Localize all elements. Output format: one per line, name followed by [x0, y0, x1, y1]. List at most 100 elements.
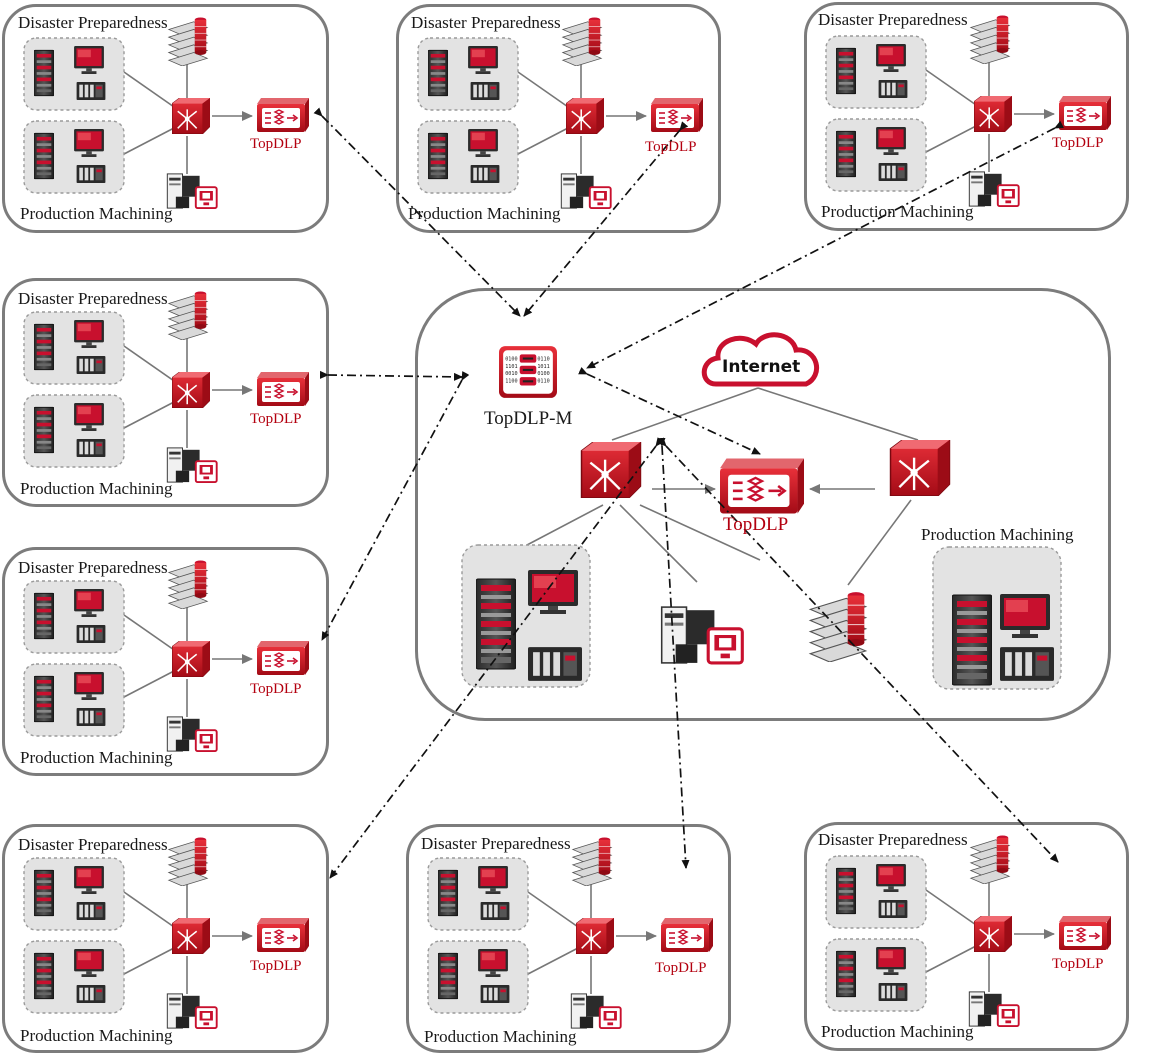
topdlp-appliance-icon	[257, 918, 309, 952]
site-network	[23, 559, 309, 753]
link-line	[925, 125, 977, 153]
topdlp-label: TopDLP	[645, 139, 697, 155]
server-rack-icon	[34, 132, 54, 180]
data-flow-link	[321, 371, 470, 641]
controller-icon	[1000, 647, 1054, 681]
disaster-preparedness-label: Disaster Preparedness	[818, 10, 968, 29]
router-switch-icon	[576, 918, 614, 954]
production-machining-label: Production Machining	[424, 1027, 577, 1046]
controller-icon	[470, 165, 500, 183]
site-network	[23, 836, 309, 1030]
topdlp-label: TopDLP	[250, 681, 302, 697]
server-rack-icon	[34, 592, 54, 640]
topdlp-label: TopDLP	[250, 411, 302, 427]
data-flow-link	[523, 121, 689, 317]
server-rack-icon	[34, 323, 54, 371]
data-flow-link	[586, 120, 1064, 369]
workstation-icon	[968, 990, 1020, 1028]
server-rack-icon	[438, 952, 458, 1000]
disaster-preparedness-label: Disaster Preparedness	[411, 13, 561, 32]
controller-icon	[76, 356, 106, 374]
server-rack-icon	[836, 130, 856, 178]
topdlp-appliance-icon	[257, 98, 309, 132]
controller-icon	[878, 900, 908, 918]
server-rack-icon	[34, 952, 54, 1000]
server-rack-icon	[836, 950, 856, 998]
server-rack-icon	[836, 867, 856, 915]
controller-icon	[76, 439, 106, 457]
controller-icon	[76, 165, 106, 183]
link-line	[619, 504, 698, 583]
controller-icon	[528, 647, 582, 681]
router-switch-icon	[566, 98, 604, 134]
router-switch-icon	[172, 98, 210, 134]
topdlp-appliance-icon	[651, 98, 703, 132]
server-rack-icon	[34, 406, 54, 454]
central-production-machining-label: Production Machining	[921, 525, 1074, 544]
server-rack-icon	[438, 869, 458, 917]
data-flow-link	[319, 370, 463, 381]
data-flow-link	[313, 107, 521, 317]
link-line	[526, 504, 604, 546]
server-rack-icon	[428, 49, 448, 97]
topdlp-manager-icon	[499, 346, 557, 398]
controller-icon	[76, 985, 106, 1003]
workstation-icon	[166, 992, 218, 1030]
controller-icon	[76, 902, 106, 920]
site-network	[825, 14, 1111, 208]
workstation-icon	[166, 446, 218, 484]
production-machining-label: Production Machining	[20, 479, 173, 498]
link-line	[527, 947, 579, 975]
disaster-preparedness-label: Disaster Preparedness	[18, 558, 168, 577]
site-network	[427, 836, 713, 1030]
controller-icon	[76, 708, 106, 726]
disaster-preparedness-label: Disaster Preparedness	[18, 289, 168, 308]
disaster-preparedness-label: Disaster Preparedness	[421, 834, 571, 853]
internet-label: Internet	[722, 357, 801, 377]
disaster-preparedness-label: Disaster Preparedness	[18, 835, 168, 854]
topdlp-appliance-icon	[257, 641, 309, 675]
server-rack-icon	[428, 132, 448, 180]
controller-icon	[480, 902, 510, 920]
controller-icon	[878, 163, 908, 181]
server-rack-icon	[476, 578, 516, 670]
controller-icon	[480, 985, 510, 1003]
link-line	[925, 945, 977, 973]
site-network	[417, 16, 703, 210]
data-flow-link	[329, 437, 665, 879]
router-switch-icon	[172, 372, 210, 408]
controller-icon	[76, 82, 106, 100]
topdlp-label: TopDLP	[655, 960, 707, 976]
link-line	[123, 127, 175, 155]
site-network	[23, 16, 309, 210]
link-line	[757, 387, 919, 441]
topdlp-label: TopDLP	[250, 136, 302, 152]
server-rack-icon	[952, 594, 992, 686]
site-network	[23, 290, 309, 484]
router-switch-icon	[172, 641, 210, 677]
storage-array-icon	[168, 290, 208, 340]
topdlp-appliance-icon	[257, 372, 309, 406]
topdlp-appliance-icon	[720, 458, 804, 514]
controller-icon	[878, 80, 908, 98]
router-switch-icon	[974, 96, 1012, 132]
topdlp-appliance-icon	[1059, 96, 1111, 130]
router-switch-icon	[889, 440, 951, 496]
topdlp-appliance-icon	[1059, 916, 1111, 950]
storage-array-icon	[970, 14, 1010, 64]
data-flow-link	[657, 437, 1059, 863]
workstation-icon	[570, 992, 622, 1030]
server-rack-icon	[836, 47, 856, 95]
storage-array-icon	[168, 16, 208, 66]
storage-array-icon	[168, 559, 208, 609]
production-machining-label: Production Machining	[20, 204, 173, 223]
central-topdlp-label: TopDLP	[723, 514, 789, 535]
production-machining-label: Production Machining	[821, 202, 974, 221]
topdlp-appliance-icon	[661, 918, 713, 952]
router-switch-icon	[974, 916, 1012, 952]
disaster-preparedness-label: Disaster Preparedness	[18, 13, 168, 32]
storage-array-icon	[168, 836, 208, 886]
workstation-icon	[968, 170, 1020, 208]
workstation-icon	[166, 715, 218, 753]
